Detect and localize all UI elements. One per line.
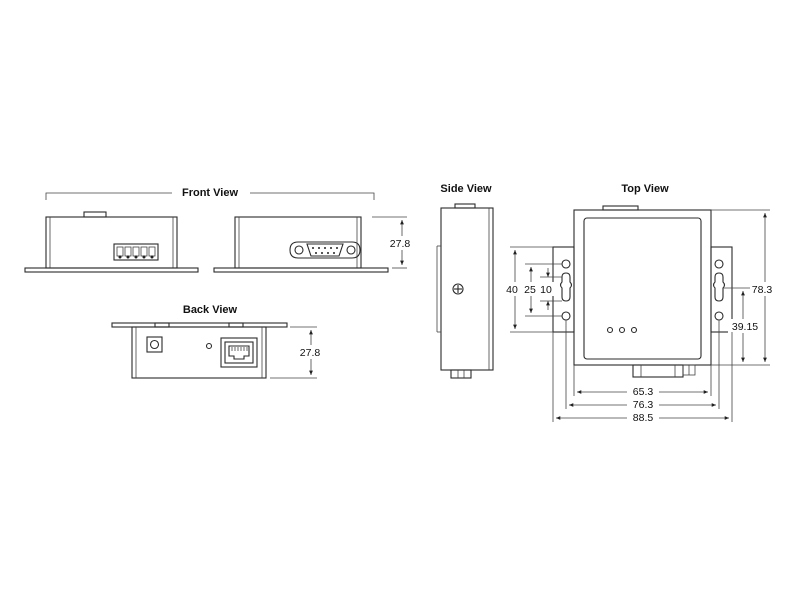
hole-span-dimension: 40: [503, 246, 553, 333]
total-width-dimension: 88.5: [552, 332, 733, 424]
side-view: Side View: [436, 183, 494, 379]
side-view-title: Side View: [440, 183, 492, 195]
bottom-connector-outline: [632, 364, 696, 378]
back-body: [111, 322, 288, 379]
side-screw: [452, 283, 464, 295]
back-height-label: 27.8: [300, 347, 321, 359]
top-view-title: Top View: [621, 183, 669, 195]
body-width-label: 65.3: [633, 386, 654, 398]
front-view-bracket: [45, 192, 375, 200]
top-body: [573, 205, 712, 366]
hole-pitch-label: 76.3: [633, 399, 654, 411]
front-left-body: [24, 211, 199, 273]
back-height-dimension: 27.8: [270, 326, 324, 379]
status-led: [205, 342, 213, 350]
hole-offset-label: 39.15: [732, 321, 758, 333]
slot-length-dimension: 10: [537, 268, 562, 310]
back-view: Back View 27.8: [111, 304, 324, 379]
front-height-label: 27.8: [390, 238, 411, 250]
hole-offset-dimension: 39.15: [723, 287, 760, 362]
hole-pitch-dimension: 76.3: [565, 320, 720, 411]
total-width-label: 88.5: [633, 412, 654, 424]
front-view-title: Front View: [182, 187, 238, 199]
front-view: Front View: [24, 187, 416, 273]
slot-span-dimension: 25: [520, 263, 562, 317]
total-depth-dimension: 78.3: [711, 209, 776, 366]
side-body: [436, 203, 494, 379]
db9-serial-connector: [289, 241, 361, 259]
front-right-body: [213, 216, 389, 273]
front-height-dimension: 27.8: [372, 216, 416, 269]
back-view-title: Back View: [183, 304, 238, 316]
terminal-block-connector: [113, 243, 159, 261]
indicator-leds: [606, 326, 638, 334]
body-width-dimension: 65.3: [573, 365, 712, 398]
rj45-ethernet-port: [220, 337, 258, 368]
power-jack: [146, 336, 163, 353]
total-depth-label: 78.3: [752, 284, 773, 296]
hole-span-label: 40: [506, 284, 518, 296]
slot-span-label: 25: [524, 284, 536, 296]
slot-length-label: 10: [540, 284, 552, 296]
top-view: Top View: [503, 183, 776, 424]
